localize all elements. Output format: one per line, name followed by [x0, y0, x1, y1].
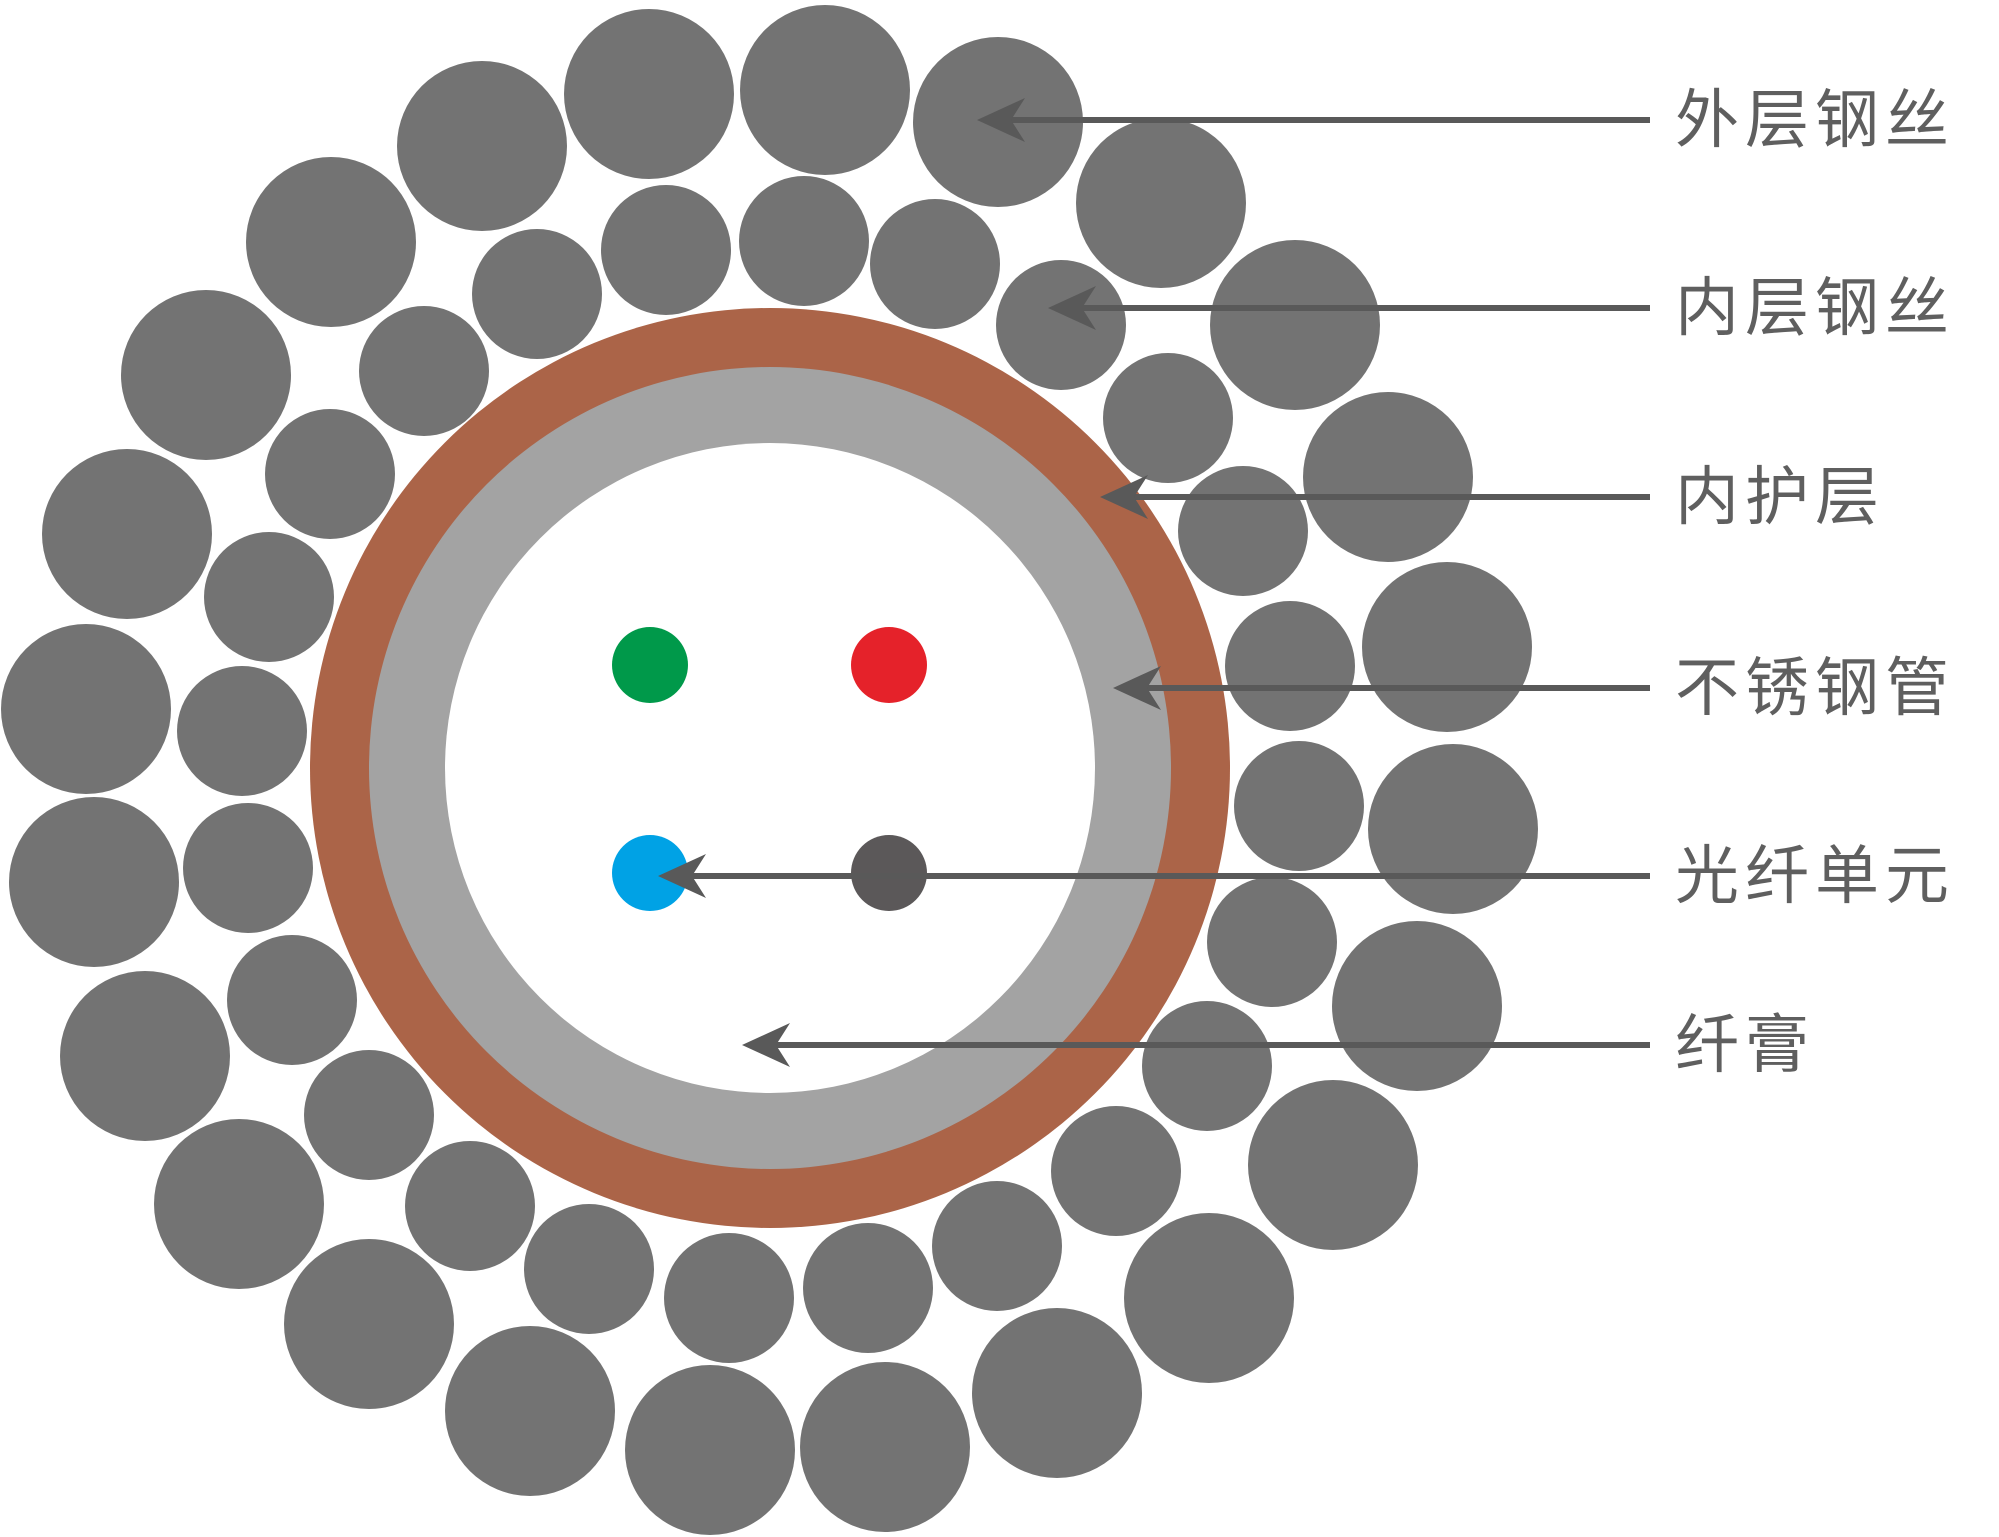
outer-steel-wire-15 [445, 1326, 615, 1496]
outer-steel-wire-2 [740, 5, 910, 175]
inner-steel-wire-14 [664, 1233, 794, 1363]
inner-steel-wire-9 [1207, 877, 1337, 1007]
outer-steel-wire-1 [564, 9, 734, 179]
fiber-unit-group [612, 627, 927, 911]
inner-steel-wire-23 [359, 306, 489, 436]
label-inner-sheath: 内护层 [1675, 461, 1885, 535]
fiber-red [851, 627, 927, 703]
leader-arrowhead-6 [742, 1023, 790, 1067]
inner-steel-wire-21 [204, 532, 334, 662]
inner-steel-wire-7 [1225, 601, 1355, 731]
outer-steel-wire-11 [1124, 1213, 1294, 1383]
outer-steel-wire-14 [625, 1365, 795, 1535]
fiber-gel-core [445, 443, 1095, 1093]
inner-steel-wire-17 [304, 1050, 434, 1180]
inner-steel-wire-2 [739, 176, 869, 306]
inner-steel-wire-24 [472, 229, 602, 359]
outer-steel-wire-22 [121, 290, 291, 460]
outer-steel-wire-7 [1362, 562, 1532, 732]
inner-steel-wire-3 [870, 199, 1000, 329]
inner-steel-wire-11 [1051, 1106, 1181, 1236]
outer-steel-wire-10 [1248, 1080, 1418, 1250]
outer-steel-wire-13 [800, 1362, 970, 1532]
inner-steel-wire-18 [227, 935, 357, 1065]
inner-steel-wire-22 [265, 409, 395, 539]
label-fiber-unit: 光纤单元 [1675, 840, 1955, 914]
outer-steel-wire-9 [1332, 921, 1502, 1091]
leader-lines [658, 98, 1650, 1067]
leader-arrowhead-1 [977, 98, 1025, 142]
label-stainless-steel-tube: 不锈钢管 [1675, 652, 1955, 726]
outer-steel-wire-5 [1210, 240, 1380, 410]
outer-steel-wire-12 [972, 1308, 1142, 1478]
inner-steel-wire-4 [996, 260, 1126, 390]
outer-steel-wire-17 [154, 1119, 324, 1289]
fiber-green [612, 627, 688, 703]
outer-steel-wire-24 [397, 61, 567, 231]
outer-steel-wire-20 [1, 624, 171, 794]
outer-steel-wire-18 [60, 971, 230, 1141]
label-outer-steel-wire: 外层钢丝 [1675, 84, 1955, 158]
outer-steel-wire-23 [246, 157, 416, 327]
outer-steel-wire-6 [1303, 392, 1473, 562]
inner-steel-wire-5 [1103, 353, 1233, 483]
leader-arrowhead-3 [1100, 475, 1148, 519]
outer-steel-wire-19 [9, 797, 179, 967]
inner-steel-wire-19 [183, 803, 313, 933]
inner-steel-wire-15 [524, 1204, 654, 1334]
fiber-blue [612, 835, 688, 911]
inner-steel-wire-13 [803, 1223, 933, 1353]
label-inner-steel-wire: 内层钢丝 [1675, 272, 1955, 346]
label-fiber-gel: 纤膏 [1675, 1009, 1815, 1083]
inner-steel-wire-12 [932, 1181, 1062, 1311]
inner-steel-wire-20 [177, 666, 307, 796]
outer-steel-wire-16 [284, 1239, 454, 1409]
outer-steel-wire-4 [1076, 118, 1246, 288]
outer-steel-wire-21 [42, 449, 212, 619]
leader-arrowhead-2 [1048, 286, 1096, 330]
leader-arrowhead-5 [658, 854, 706, 898]
inner-steel-wire-16 [405, 1141, 535, 1271]
inner-steel-wire-10 [1142, 1001, 1272, 1131]
inner-steel-wire-6 [1178, 466, 1308, 596]
outer-steel-wire-8 [1368, 744, 1538, 914]
inner-steel-wire-layer [177, 176, 1364, 1363]
inner-steel-wire-1 [601, 185, 731, 315]
leader-arrowhead-4 [1113, 666, 1161, 710]
inner-steel-wire-8 [1234, 741, 1364, 871]
